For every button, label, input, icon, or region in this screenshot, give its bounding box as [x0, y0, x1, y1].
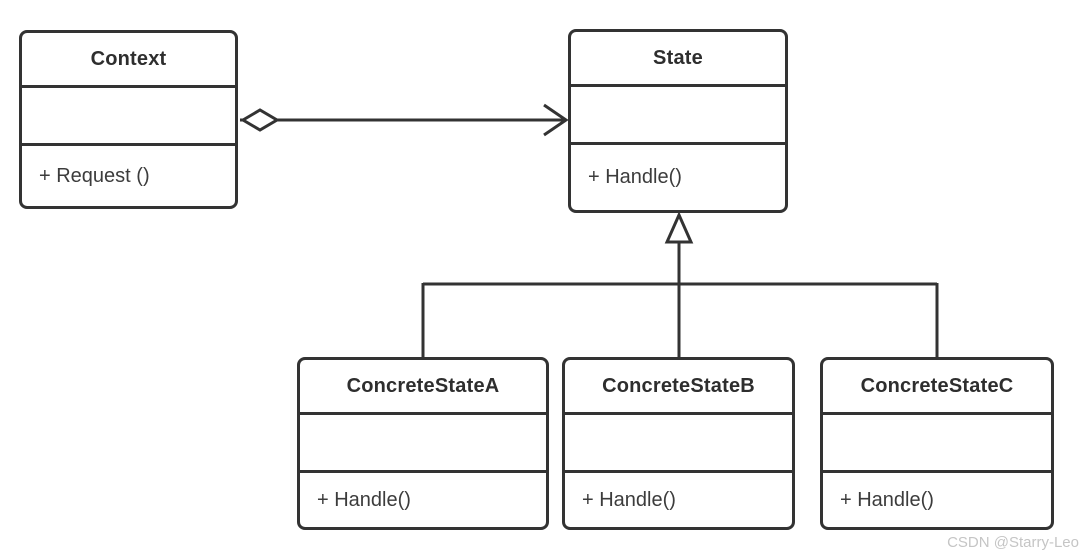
class-box-concrete-state-b: ConcreteStateB + Handle(): [562, 357, 795, 530]
method-label-concrete-state-c: + Handle(): [840, 488, 934, 511]
methods-compartment-concrete-state-b: + Handle(): [565, 473, 792, 527]
method-label-state: + Handle(): [588, 166, 682, 188]
class-box-state: State + Handle(): [568, 29, 788, 213]
watermark: CSDN @Starry-Leo: [947, 534, 1079, 551]
generalization-triangle-icon: [664, 211, 694, 244]
methods-compartment-state: + Handle(): [571, 145, 785, 210]
class-name-concrete-state-b: ConcreteStateB: [565, 360, 792, 415]
class-name-concrete-state-c: ConcreteStateC: [823, 360, 1051, 415]
class-name-concrete-state-a: ConcreteStateA: [300, 360, 546, 415]
method-label-concrete-state-b: + Handle(): [582, 488, 676, 511]
methods-compartment-context: + Request (): [22, 146, 235, 206]
attributes-compartment-concrete-state-a: [300, 415, 546, 473]
attributes-compartment-concrete-state-b: [565, 415, 792, 473]
class-box-concrete-state-a: ConcreteStateA + Handle(): [297, 357, 549, 530]
class-box-concrete-state-c: ConcreteStateC + Handle(): [820, 357, 1054, 530]
open-arrowhead-icon: [543, 103, 569, 137]
aggregation-diamond-icon: [240, 108, 280, 132]
class-name-state: State: [571, 32, 785, 87]
generalization-connector: [421, 211, 939, 357]
attributes-compartment-concrete-state-c: [823, 415, 1051, 473]
attributes-compartment-context: [22, 88, 235, 146]
method-label-concrete-state-a: + Handle(): [317, 488, 411, 511]
method-label-context: + Request (): [39, 164, 150, 187]
attributes-compartment-state: [571, 87, 785, 145]
methods-compartment-concrete-state-c: + Handle(): [823, 473, 1051, 527]
methods-compartment-concrete-state-a: + Handle(): [300, 473, 546, 527]
class-box-context: Context + Request (): [19, 30, 238, 209]
aggregation-context-state: [240, 103, 569, 137]
class-name-context: Context: [22, 33, 235, 88]
